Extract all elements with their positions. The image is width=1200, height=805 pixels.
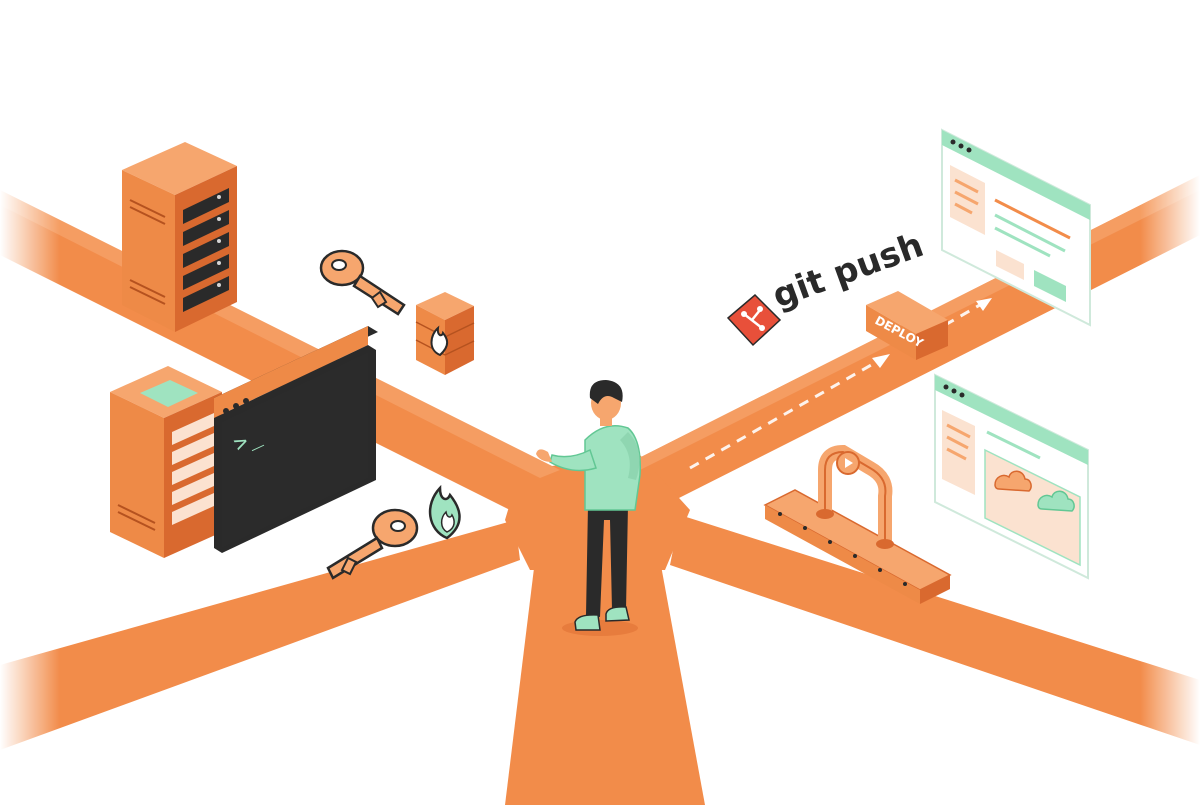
firewall-icon [415,292,475,375]
deploy-sign-icon: DEPLOY [866,291,948,360]
person-figure [536,380,641,636]
road-bottom [505,560,705,805]
key-icon-lower [326,508,419,580]
browser-window-cloud-icon [934,373,1089,580]
server-rack-small-icon [110,366,222,558]
server-rack-icon [122,142,237,332]
key-icon [319,249,406,316]
road-lower-left [0,520,520,750]
browser-window-icon [941,128,1091,327]
cloud-icon [994,470,1075,512]
conveyor-icon [763,444,952,604]
terminal-window: >_ [214,326,378,553]
road-lower-right [670,515,1200,745]
flame-icon [428,484,461,540]
git-logo-icon [726,293,782,347]
